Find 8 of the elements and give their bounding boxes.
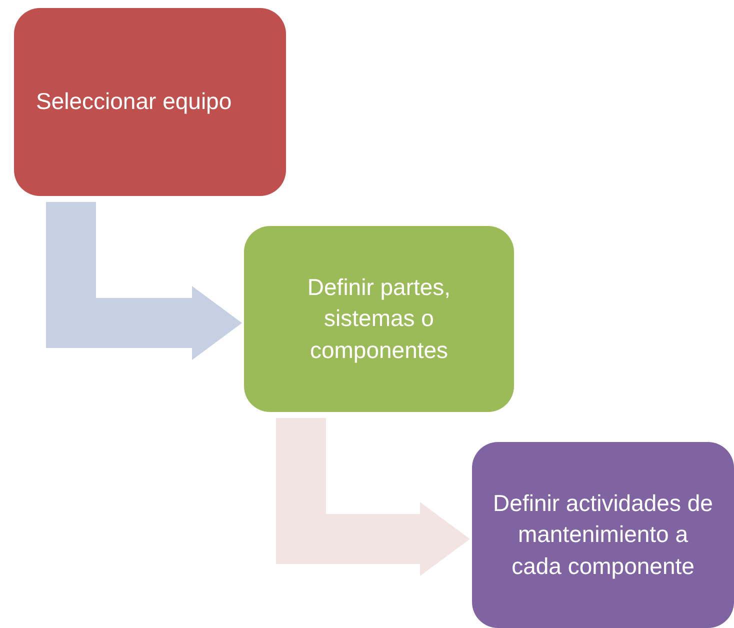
bent-arrow	[276, 418, 470, 576]
step-text: Seleccionar equipo	[36, 87, 232, 116]
step-text: Definir actividades de mantenimiento a cada componente	[492, 489, 714, 581]
process-box	[14, 8, 286, 196]
process-box	[472, 442, 734, 628]
step-text: Definir partes, sistemas o componentes	[306, 273, 452, 365]
bent-arrow	[46, 202, 242, 360]
process-box	[244, 226, 514, 412]
